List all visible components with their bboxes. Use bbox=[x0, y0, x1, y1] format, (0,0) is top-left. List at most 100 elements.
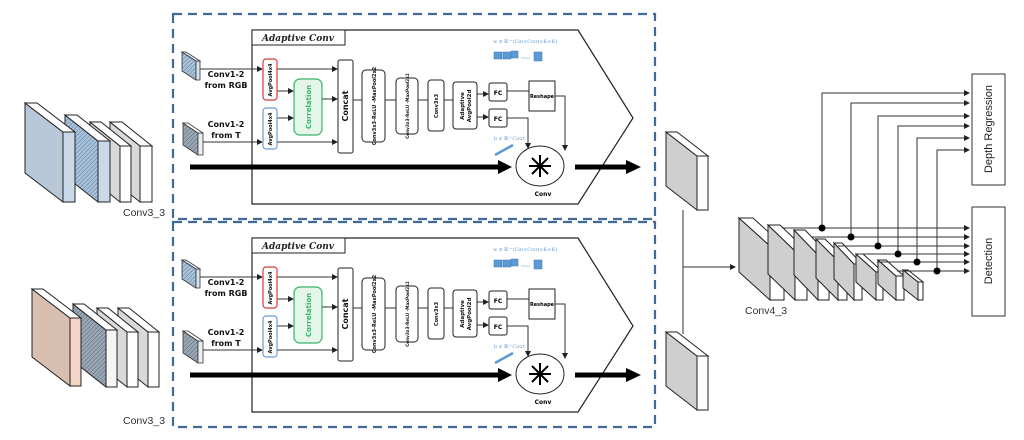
branch-dot bbox=[933, 267, 941, 275]
conv-label: Conv bbox=[535, 399, 552, 406]
backbone-stacks bbox=[23, 101, 161, 389]
correlation-box bbox=[293, 78, 323, 136]
adaptive-avgpool-label-2: AvgPool2d bbox=[467, 90, 473, 123]
adaptive-conv-panel: Adaptive Conv Conv1-2 from RGB Conv1-2 f… bbox=[171, 220, 657, 429]
bias-vector-icon bbox=[494, 351, 514, 365]
rgb-label-line1: Conv1-2 bbox=[208, 278, 245, 287]
adaptive-avgpool-label-1: Adaptive bbox=[460, 300, 466, 328]
panel-dashed-border bbox=[171, 220, 657, 429]
feature-flow-arrowhead bbox=[498, 368, 512, 382]
weight-formula: w ∈ ℝ^(Cin×Cout×K×K) bbox=[493, 246, 557, 253]
conv3x3-label: Conv3x3 bbox=[434, 301, 440, 326]
t-label-line1: Conv1-2 bbox=[208, 120, 245, 129]
t-label-line2: from T bbox=[211, 339, 241, 348]
adaptive-avgpool-label-1: Adaptive bbox=[460, 92, 466, 120]
thermal-input-block bbox=[30, 287, 83, 388]
conv-relu-box-2 bbox=[395, 285, 419, 343]
conv-relu-box-1 bbox=[361, 69, 386, 143]
fused-feature-block bbox=[664, 330, 710, 412]
depth-connection bbox=[936, 147, 970, 271]
weight-cubes-icon bbox=[493, 258, 543, 270]
depth-connection bbox=[821, 90, 970, 228]
title-box bbox=[251, 29, 346, 46]
reshape-box bbox=[528, 288, 556, 320]
concat-label: Concat bbox=[341, 298, 350, 329]
output-arrowhead bbox=[626, 160, 641, 174]
depth-regression-label: Depth Regression bbox=[983, 85, 995, 173]
conv4-label: Conv4_3 bbox=[745, 305, 787, 317]
avgpool-t-label: AvgPool4x4 bbox=[268, 320, 274, 353]
convolution-star-icon bbox=[529, 155, 551, 177]
conv-relu-label-1: Conv3x3-ReLU -MaxPool2x2 bbox=[372, 274, 378, 353]
fc-label-1: FC bbox=[494, 90, 503, 97]
reshape-box bbox=[528, 80, 556, 112]
concat-box bbox=[337, 59, 354, 154]
fc-label-1: FC bbox=[494, 298, 503, 305]
avgpool-rgb-box bbox=[262, 266, 278, 309]
fused-feature-block bbox=[664, 130, 710, 212]
rgb-input-block bbox=[23, 101, 77, 204]
avgpool-t-box bbox=[262, 315, 278, 358]
t-label-line1: Conv1-2 bbox=[208, 328, 245, 337]
conv-relu-label-1: Conv3x3-ReLU -MaxPool2x2 bbox=[372, 66, 378, 145]
reshape-label: Reshape bbox=[530, 302, 555, 308]
conv3x3-label: Conv3x3 bbox=[434, 93, 440, 118]
conv-relu-box-1 bbox=[361, 277, 386, 351]
avgpool-rgb-box bbox=[262, 58, 278, 101]
conv-relu-label-2: Conv3x3-ReLU -MaxPool2x2 bbox=[405, 73, 410, 139]
concat-box bbox=[337, 267, 354, 362]
avgpool-rgb-label: AvgPool4x4 bbox=[268, 271, 274, 304]
conv-relu-label-2: Conv3x3-ReLU -MaxPool2x2 bbox=[405, 281, 410, 347]
connections bbox=[200, 274, 568, 359]
conv-relu-box-2 bbox=[395, 77, 419, 135]
rgb-label-line2: from RGB bbox=[205, 81, 248, 90]
backbone-rgb-label: Conv3_3 bbox=[123, 207, 165, 219]
branch-dot bbox=[913, 258, 921, 266]
t-input-cube bbox=[181, 122, 205, 156]
t-label-line2: from T bbox=[211, 131, 241, 140]
concat-label: Concat bbox=[341, 90, 350, 121]
depth-connection bbox=[877, 113, 970, 246]
fused-feature-maps bbox=[664, 130, 710, 412]
title-box bbox=[251, 237, 346, 254]
depth-connection bbox=[897, 123, 970, 254]
panel-title: Adaptive Conv bbox=[261, 242, 335, 252]
weight-cubes-icon bbox=[493, 50, 543, 62]
detection-label: Detection bbox=[983, 238, 995, 284]
fc-box-1 bbox=[488, 290, 508, 310]
adaptive-conv-panel: Adaptive Conv Conv1-2 from RGB Conv1-2 f… bbox=[171, 12, 657, 221]
rgb-label-line2: from RGB bbox=[205, 289, 248, 298]
head-connections bbox=[782, 90, 970, 275]
depth-connection bbox=[850, 100, 970, 237]
fc-label-2: FC bbox=[494, 116, 503, 123]
feature-flow-arrowhead bbox=[498, 160, 512, 174]
panel-dashed-border bbox=[171, 12, 657, 221]
reshape-label: Reshape bbox=[530, 94, 555, 100]
conv-label: Conv bbox=[535, 191, 552, 198]
correlation-label: Correlation bbox=[305, 293, 313, 337]
rgb-input-cube bbox=[180, 259, 202, 289]
depth-connection bbox=[916, 135, 970, 262]
avgpool-t-label: AvgPool4x4 bbox=[268, 112, 274, 145]
adaptive-avgpool-label-2: AvgPool2d bbox=[467, 298, 473, 331]
bias-formula: b ∈ ℝ^Cout bbox=[494, 135, 525, 142]
branch-dot bbox=[818, 224, 826, 232]
fc-label-2: FC bbox=[494, 324, 503, 331]
weight-formula: w ∈ ℝ^(Cin×Cout×K×K) bbox=[493, 38, 557, 45]
fc-box-1 bbox=[488, 82, 508, 102]
adaptive-avgpool-box bbox=[452, 81, 478, 130]
adaptive-avgpool-box bbox=[452, 289, 478, 338]
branch-dot bbox=[847, 233, 855, 241]
detection-head bbox=[971, 206, 1006, 317]
depth-regression-head bbox=[971, 73, 1006, 186]
conv4-feature-pyramid bbox=[737, 216, 925, 302]
panel-title: Adaptive Conv bbox=[261, 34, 335, 44]
avgpool-t-box bbox=[262, 107, 278, 150]
correlation-label: Correlation bbox=[305, 85, 313, 129]
avgpool-rgb-label: AvgPool4x4 bbox=[268, 63, 274, 96]
output-arrowhead bbox=[626, 368, 641, 382]
fc-box-2 bbox=[488, 108, 508, 128]
fc-box-2 bbox=[488, 316, 508, 336]
branch-dot bbox=[874, 242, 882, 250]
